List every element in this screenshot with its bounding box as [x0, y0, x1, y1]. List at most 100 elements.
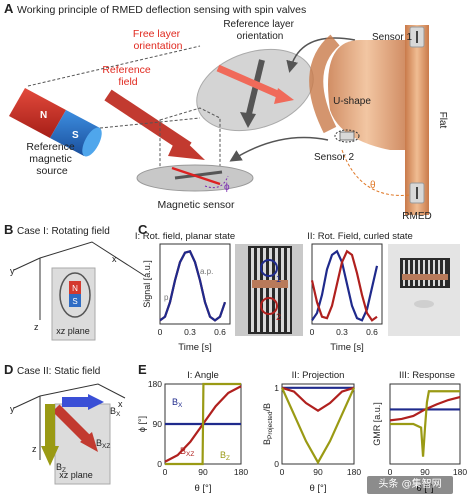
panel-b-z-label: z	[34, 322, 39, 332]
reference-field-arrow	[104, 89, 192, 154]
panel-e-xlabel-2: θ [°]	[309, 483, 326, 494]
panel-d-y-axis	[13, 395, 41, 409]
ushape-label: U-shape	[333, 96, 371, 107]
e-bxz-label: BXZ	[180, 446, 194, 458]
sensor-reference-arrow	[174, 170, 223, 180]
x-tick-label: 180	[347, 467, 361, 477]
panel-c-annot-p: p.	[164, 293, 171, 302]
series-line-0	[159, 249, 227, 322]
reference-source-line2: magnetic	[29, 153, 72, 165]
curved-arrow-bottom	[229, 136, 329, 162]
x-tick-label: 0	[163, 467, 168, 477]
y-tick-label: 90	[153, 419, 163, 429]
theta-label: θ	[370, 180, 376, 191]
flat-label: Flat	[437, 112, 448, 129]
panel-b-y-label: y	[10, 266, 15, 276]
series-line-2	[390, 390, 460, 457]
e-bxz-sub: XZ	[186, 451, 194, 458]
free-layer-arrowhead	[274, 88, 294, 104]
panel-c-plot2-title: II: Rot. Field, curled state	[307, 231, 413, 242]
panel-b-magnet-n	[69, 281, 81, 294]
panel-d-axes	[39, 383, 126, 399]
y-tick-label: 0	[274, 459, 279, 469]
bx-label-sub: X	[116, 411, 121, 418]
panel-b-y-axis	[13, 257, 41, 271]
sensor-free-arrow	[171, 166, 221, 186]
panel-c-xlabel-2: Time [s]	[330, 342, 363, 353]
bx-label: BX	[110, 406, 121, 418]
magnet-guides	[27, 45, 201, 129]
panel-b-n: N	[72, 284, 78, 293]
circle-2	[260, 297, 278, 315]
panel-c-plot2-lines	[310, 249, 379, 322]
x-tick-label: 180	[234, 467, 248, 477]
reference-magnet: N S	[9, 88, 102, 157]
panel-e-plot1-lines	[164, 382, 242, 466]
series-line-2	[165, 382, 241, 466]
bz-label: BZ	[56, 462, 66, 474]
curved-arrow-top	[286, 37, 356, 73]
panel-b-rotation	[59, 272, 91, 318]
panel-e-plot1-title: I: Angle	[187, 370, 219, 381]
panel-b-magnet-s	[69, 294, 81, 307]
series-line-1	[159, 249, 227, 322]
rmed-device	[309, 25, 429, 215]
bz-label-sub: Z	[62, 467, 66, 474]
y-tick-label: 1	[274, 383, 279, 393]
x-tick-label: 0	[158, 327, 163, 337]
magnetic-sensor-disc	[136, 164, 254, 192]
free-layer-label: Free layer orientation	[133, 28, 183, 52]
panel-d-x-label: x	[118, 399, 123, 409]
panel-d: D Case II: Static field y x z xz plane B…	[4, 362, 126, 485]
panel-c-photo-planar: 1 2	[235, 244, 303, 336]
x-tick-label: 180	[453, 467, 467, 477]
x-tick-label: 0.3	[184, 327, 196, 337]
series-line-1	[310, 249, 378, 322]
circle-2-label: 2	[276, 312, 281, 322]
panel-a-title: Working principle of RMED deflection sen…	[17, 4, 306, 16]
panel-b-x-label: x	[112, 254, 117, 264]
sensor1-label: Sensor 1	[372, 32, 412, 43]
reference-field-label: Reference field	[102, 64, 153, 88]
panel-e-letter: E	[138, 362, 147, 377]
panel-c: C I: Rot. field, planar state II: Rot. F…	[135, 222, 460, 353]
bxz-arrow	[52, 404, 92, 444]
panel-c-ylabel: Signal [a.u.]	[142, 260, 152, 308]
panel-b: B Case I: Rotating field y x z xz plane …	[4, 222, 146, 341]
panel-e-xlabel-3: θ [°]	[416, 483, 433, 494]
e-bx-label: BX	[172, 397, 183, 409]
bxz-arrowhead	[80, 432, 98, 452]
free-layer-line2: orientation	[133, 40, 182, 52]
y-tick-label: 0	[157, 459, 162, 469]
bxz-label-sub: XZ	[102, 443, 110, 450]
reference-field-line1: Reference	[102, 64, 151, 76]
panel-d-z-label: z	[32, 444, 37, 454]
magnet-n: N	[40, 110, 47, 121]
panel-e-plot1-ylabel: ϕ [°]	[137, 416, 147, 432]
circle-1-label: 1	[276, 274, 281, 284]
e-bz-main: B	[220, 450, 226, 460]
circle-1	[260, 259, 278, 277]
panel-e-plot2-title: II: Projection	[292, 370, 345, 381]
panel-c-xlabel-1: Time [s]	[178, 342, 211, 353]
bxz-label-main: B	[96, 438, 102, 448]
panel-c-annot-ap: a.p.	[200, 267, 213, 276]
y-tick-label: 180	[148, 379, 162, 389]
panel-e-plot2-ylabel-main: B	[262, 439, 272, 445]
e-bxz-main: B	[180, 446, 186, 456]
panel-e-plot2-frame	[281, 383, 355, 465]
bz-arrowhead	[41, 446, 59, 466]
phi-label: ϕ	[224, 182, 230, 193]
bx-arrowhead	[88, 394, 104, 410]
panel-e-plot2-ylabel-tail: /B	[262, 403, 272, 412]
magnetic-sensor-label: Magnetic sensor	[157, 199, 235, 211]
x-tick-label: 90	[313, 467, 323, 477]
rmed-label: RMED	[402, 211, 431, 222]
sensor2-highlight	[334, 129, 360, 143]
x-tick-label: 0.3	[336, 327, 348, 337]
e-bz-sub: Z	[226, 455, 230, 462]
panel-c-plot1-frame	[159, 243, 231, 325]
